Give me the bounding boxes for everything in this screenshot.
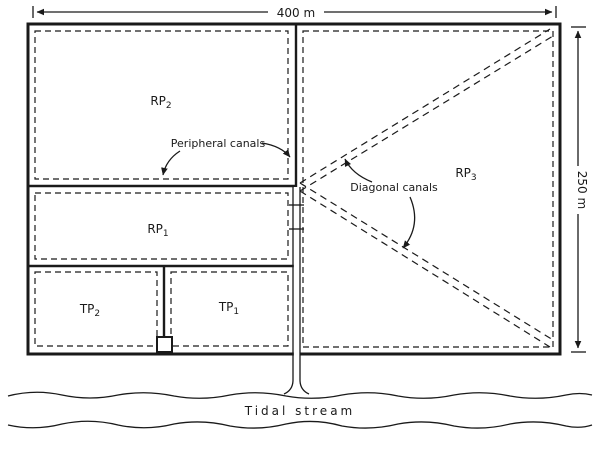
tidal-stream-wave-upper [7, 391, 593, 399]
diagonal-canal-lower-edge-2 [299, 182, 554, 341]
dimension-label-width: 400 m [277, 6, 315, 20]
sluice-box [156, 336, 173, 353]
tidal-stream-wave-lower [7, 420, 593, 429]
pond-label-rp2-base: RP [150, 94, 166, 108]
supply-channel-right-wall [299, 187, 310, 395]
diagonal-canal-lower-edge-1 [299, 190, 551, 348]
pond-label-tp1-base: TP [218, 300, 234, 314]
pond-label-tp2-sub: 2 [94, 309, 100, 319]
pond-label-rp1-base: RP [147, 222, 163, 236]
pond-label-tp2-base: TP [79, 302, 95, 316]
diagonal-canal-upper-edge-2 [299, 35, 554, 192]
pond-label-rp3: RP3 [455, 166, 476, 183]
dimension-label-height: 250 m [575, 171, 589, 209]
supply-channel-left-wall [283, 187, 294, 395]
peripheral-canals-arrow-left [161, 150, 181, 176]
pond-label-rp2: RP2 [150, 94, 171, 111]
diagonal-canals-label: Diagonal canals [350, 181, 438, 194]
diagonal-canal-upper-edge-1 [299, 28, 551, 184]
peripheral-canals-arrow-right [261, 142, 291, 158]
tidal-stream-label: Tidal stream [244, 404, 355, 418]
pond-label-tp1: TP1 [218, 300, 239, 317]
peripheral-canal-rp1 [34, 192, 289, 260]
pond-label-rp2-sub: 2 [166, 101, 172, 111]
pond-label-rp1: RP1 [147, 222, 168, 239]
peripheral-canal-tp2 [34, 271, 158, 347]
pond-label-tp1-sub: 1 [233, 307, 239, 317]
diagonal-canals-arrow-lower [402, 196, 416, 249]
diagonal-canals-arrow-upper [344, 158, 373, 183]
pond-label-tp2: TP2 [79, 302, 100, 319]
peripheral-canals-label: Peripheral canals [171, 137, 266, 150]
pond-label-rp3-sub: 3 [471, 173, 477, 183]
supply-channel-opening [293, 187, 300, 390]
pond-label-rp3-base: RP [455, 166, 471, 180]
peripheral-canal-tp1 [170, 271, 289, 347]
pond-label-rp1-sub: 1 [163, 229, 169, 239]
